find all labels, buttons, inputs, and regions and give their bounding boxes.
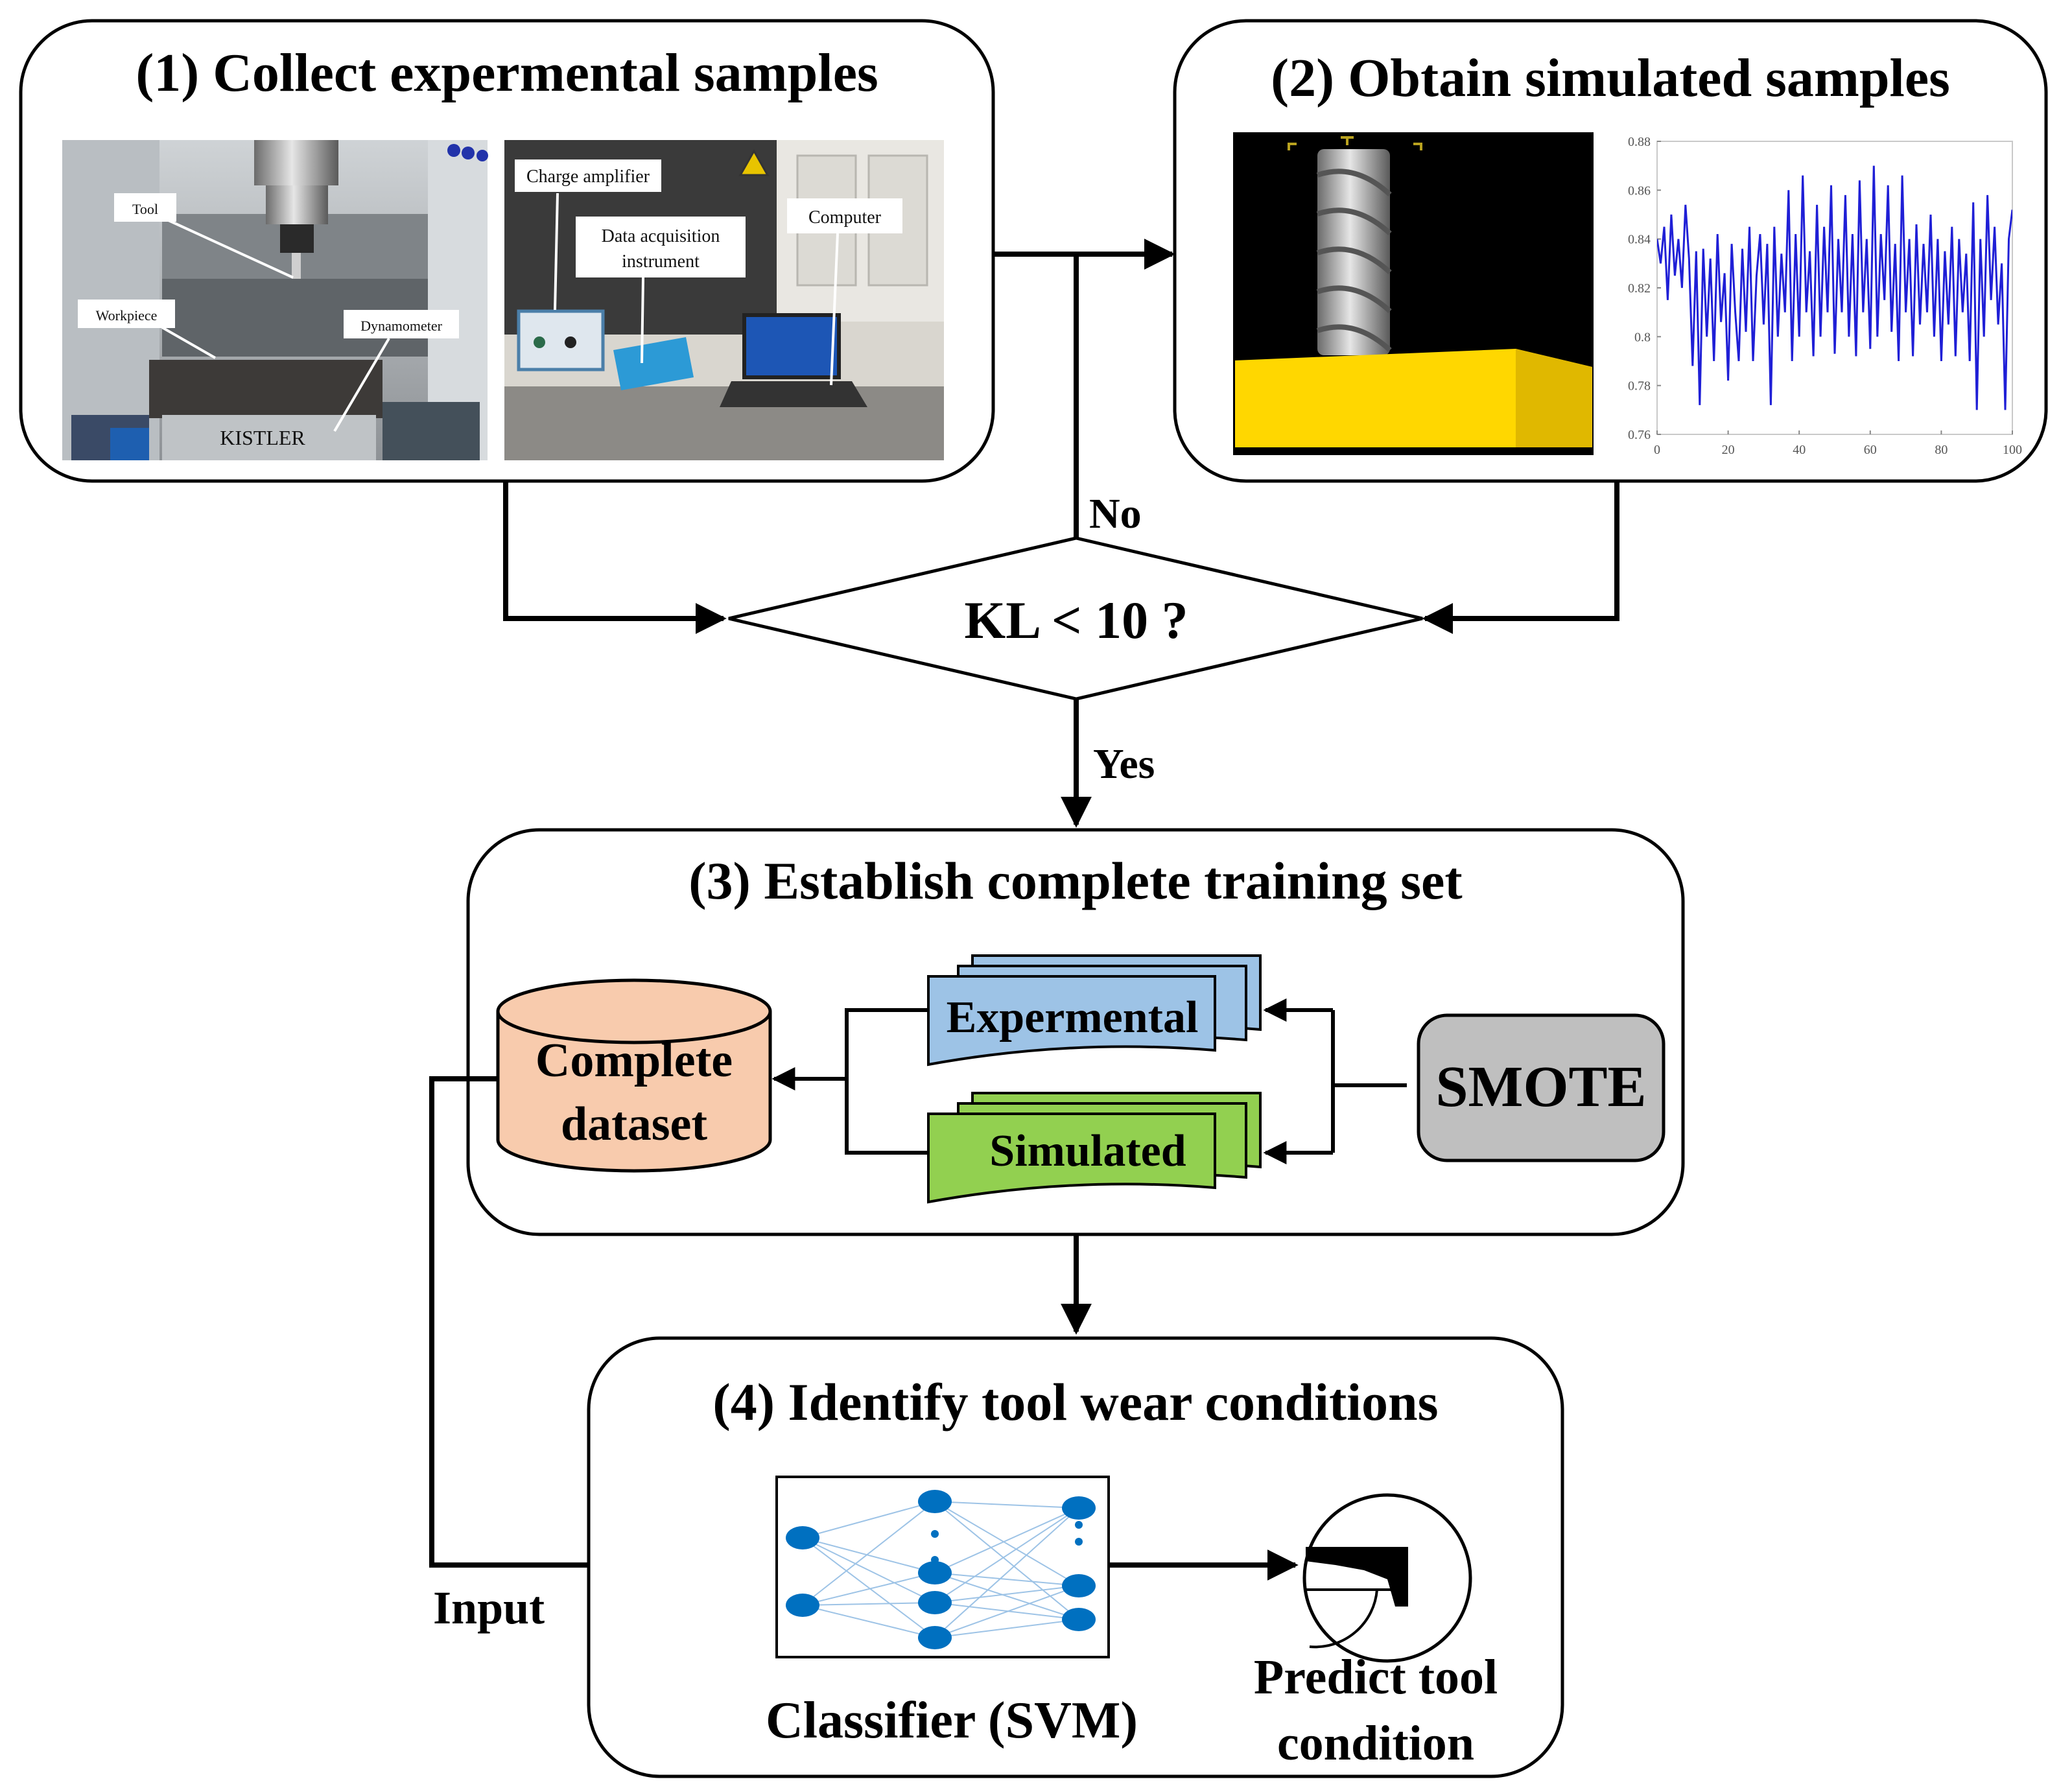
simulation-render bbox=[1233, 132, 1594, 455]
plot-ytick-label: 0.76 bbox=[1628, 428, 1651, 442]
label-daq-line1: Data acquisition bbox=[602, 226, 720, 246]
panel-training-set: (3) Establish complete training set Comp… bbox=[466, 828, 1685, 1236]
dataset-label-line2: dataset bbox=[561, 1098, 707, 1151]
nn-node bbox=[1062, 1574, 1096, 1597]
nn-ellipsis-dot bbox=[931, 1530, 939, 1538]
nn-edge bbox=[934, 1501, 1079, 1620]
nn-edge bbox=[802, 1537, 936, 1638]
plot-ytick-label: 0.78 bbox=[1628, 379, 1651, 394]
nn-edge bbox=[934, 1507, 1079, 1638]
plot-ytick-label: 0.82 bbox=[1628, 281, 1651, 296]
workpiece-block bbox=[1235, 349, 1592, 447]
nn-edge bbox=[934, 1585, 1079, 1603]
nn-edge bbox=[802, 1602, 936, 1606]
label-dynamometer-box bbox=[344, 310, 459, 338]
plot-ytick-label: 0.84 bbox=[1628, 233, 1651, 247]
nn-node bbox=[786, 1526, 819, 1549]
panel-obtain-simulated: (2) Obtain simulated samples 0.880.860.8… bbox=[1173, 19, 2048, 483]
smote-box: SMOTE bbox=[1417, 1013, 1666, 1162]
nn-edge bbox=[934, 1572, 1079, 1620]
nn-edge bbox=[934, 1585, 1079, 1638]
label-computer: Computer bbox=[808, 207, 882, 228]
decision-kl: KL < 10 ? No Yes bbox=[728, 490, 1423, 788]
label-dynamometer: Dynamometer bbox=[360, 318, 443, 334]
nn-edge bbox=[802, 1501, 936, 1606]
classifier-network bbox=[775, 1476, 1110, 1658]
label-tool-box bbox=[114, 193, 176, 222]
plot-xtick-label: 100 bbox=[2003, 443, 2022, 457]
kistler-brand: KISTLER bbox=[220, 426, 305, 449]
nn-node bbox=[918, 1626, 952, 1649]
predict-label-line1: Predict tool bbox=[1254, 1650, 1498, 1704]
photo-data-acquisition: Charge amplifier Data acquisition instru… bbox=[504, 140, 944, 460]
panel-1-title: (1) Collect expermental samples bbox=[135, 43, 878, 103]
nn-ellipsis-dot bbox=[1075, 1521, 1083, 1529]
label-charge-amplifier: Charge amplifier bbox=[526, 167, 650, 187]
label-workpiece-box bbox=[78, 300, 175, 328]
label-charge-amplifier-box bbox=[515, 159, 661, 192]
classifier-label: Classifier (SVM) bbox=[766, 1692, 1138, 1749]
label-daq-line2: instrument bbox=[622, 252, 700, 272]
label-daq-box bbox=[576, 217, 746, 277]
dataset-label-line1: Complete bbox=[536, 1034, 733, 1087]
label-tool: Tool bbox=[132, 201, 158, 217]
tool-condition-icon bbox=[1302, 1493, 1472, 1663]
predict-label-line2: condition bbox=[1277, 1716, 1474, 1771]
plot-xtick-label: 60 bbox=[1864, 443, 1877, 457]
decision-no-label: No bbox=[1089, 490, 1142, 537]
nn-edge bbox=[802, 1537, 936, 1603]
nn-edge bbox=[802, 1572, 936, 1606]
nn-node bbox=[1062, 1496, 1096, 1520]
panel-identify-wear: (4) Identify tool wear conditions Classi… bbox=[587, 1336, 1564, 1778]
plot-xtick-label: 0 bbox=[1654, 443, 1660, 457]
label-workpiece: Workpiece bbox=[96, 307, 158, 324]
plot-xtick-label: 40 bbox=[1793, 443, 1806, 457]
plot-ytick-label: 0.88 bbox=[1628, 135, 1651, 149]
nn-edge bbox=[802, 1537, 936, 1573]
decision-text: KL < 10 ? bbox=[964, 591, 1188, 650]
nn-edge bbox=[934, 1572, 1079, 1586]
smote-label: SMOTE bbox=[1435, 1055, 1646, 1119]
signal-series bbox=[1657, 165, 2012, 410]
signal-plot: 0.88 0.86 0.84 0.82 0.8 0.78 0.760 20 40 60 80 100 bbox=[1628, 135, 2022, 457]
nn-node bbox=[786, 1594, 819, 1617]
flow-connectors bbox=[503, 239, 1619, 1335]
nn-edge bbox=[934, 1507, 1079, 1603]
nn-edge bbox=[934, 1507, 1079, 1573]
panel-4-title: (4) Identify tool wear conditions bbox=[712, 1372, 1438, 1431]
nn-edge bbox=[802, 1605, 936, 1638]
simulated-label: Simulated bbox=[989, 1126, 1186, 1176]
nn-edge bbox=[934, 1501, 1079, 1509]
panel-collect-experimental: (1) Collect expermental samples KISTLER bbox=[19, 19, 995, 483]
nn-edge bbox=[934, 1501, 1079, 1586]
nn-edge bbox=[802, 1501, 936, 1538]
panel-2-title: (2) Obtain simulated samples bbox=[1271, 48, 1950, 108]
plot-xtick-label: 20 bbox=[1722, 443, 1735, 457]
panel-3-title: (3) Establish complete training set bbox=[689, 851, 1462, 910]
decision-yes-label: Yes bbox=[1093, 740, 1155, 788]
plot-xtick-label: 80 bbox=[1935, 443, 1948, 457]
decision-diamond bbox=[728, 536, 1423, 701]
plot-ytick-label: 0.8 bbox=[1634, 330, 1651, 344]
simulated-stack: Simulated bbox=[927, 1092, 1262, 1204]
label-computer-box bbox=[787, 198, 902, 233]
expermental-stack: Expermental bbox=[927, 954, 1262, 1066]
nn-node bbox=[918, 1490, 952, 1513]
nn-node bbox=[918, 1591, 952, 1614]
complete-dataset-cylinder: Complete dataset bbox=[496, 978, 772, 1173]
nn-node bbox=[918, 1561, 952, 1584]
expermental-label: Expermental bbox=[947, 993, 1199, 1042]
plot-ytick-label: 0.86 bbox=[1628, 183, 1651, 198]
nn-node bbox=[1062, 1608, 1096, 1631]
nn-ellipsis-dot bbox=[1075, 1538, 1083, 1546]
input-label: Input bbox=[433, 1582, 545, 1634]
nn-edge bbox=[934, 1619, 1079, 1638]
photo-milling-machine: KISTLER Tool Workpiece Dynamometer bbox=[62, 140, 488, 460]
